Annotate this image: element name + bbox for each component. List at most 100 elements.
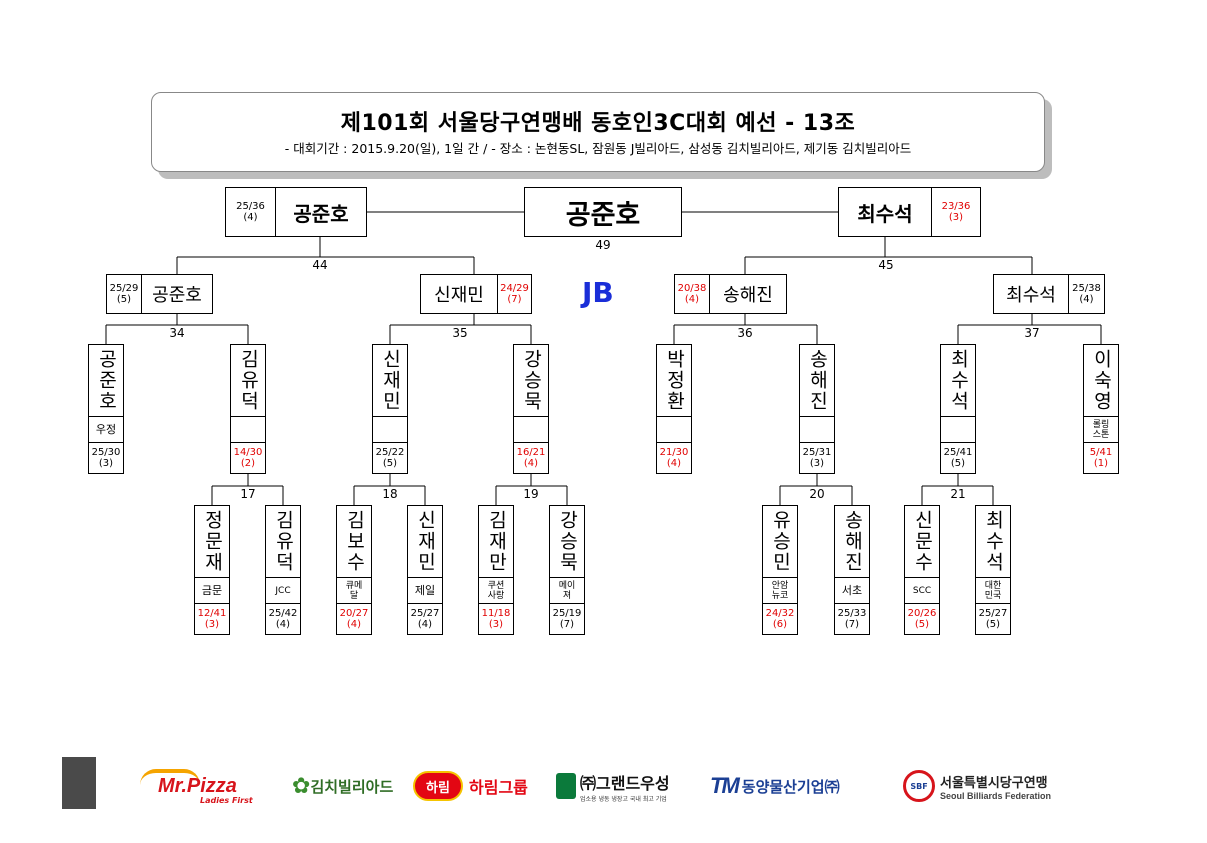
page-title: 제101회 서울당구연맹배 동호인3C대회 예선 - 13조 bbox=[340, 111, 856, 136]
inning-value: (5) bbox=[382, 458, 398, 469]
score-value: 25/19 bbox=[552, 608, 582, 619]
inning-value: (3) bbox=[809, 458, 825, 469]
sponsor-grand-woosung: ㈜그랜드우성 업소용 냉동 냉장고 국내 최고 기업 bbox=[556, 768, 696, 804]
semi-right-score: 23/36 (3) bbox=[931, 187, 981, 237]
inning-value: (4) bbox=[666, 458, 682, 469]
inning-value: (4) bbox=[523, 458, 539, 469]
match-number-17: 17 bbox=[240, 487, 256, 501]
inning-value: (7) bbox=[844, 619, 860, 630]
match-number-34: 34 bbox=[169, 326, 185, 340]
player-score: 25/27(5) bbox=[975, 603, 1011, 635]
player-name: 최수석 bbox=[975, 505, 1011, 578]
score-value: 25/41 bbox=[943, 447, 973, 458]
player-name: 송해진 bbox=[834, 505, 870, 578]
inning-value: (4) bbox=[275, 619, 291, 630]
match-number-18: 18 bbox=[382, 487, 398, 501]
q4-player: 최수석 bbox=[993, 274, 1069, 314]
inning-value: (1) bbox=[1093, 458, 1109, 469]
score-value: 12/41 bbox=[197, 608, 227, 619]
q2-score: 24/29 (7) bbox=[497, 274, 532, 314]
player-score: 25/33(7) bbox=[834, 603, 870, 635]
player-score: 25/31(3) bbox=[799, 442, 835, 474]
sponsor-sbf: SBF 서울특별시당구연맹 Seoul Billiards Federation bbox=[903, 768, 1073, 804]
player-score: 25/19(7) bbox=[549, 603, 585, 635]
score-value: 25/33 bbox=[837, 608, 867, 619]
player-club bbox=[940, 416, 976, 443]
match-number-44: 44 bbox=[312, 258, 328, 272]
player-club: SCC bbox=[904, 577, 940, 604]
player-club: 제일 bbox=[407, 577, 443, 604]
match-number-37: 37 bbox=[1024, 326, 1040, 340]
score-value: 16/21 bbox=[516, 447, 546, 458]
score-value: 11/18 bbox=[481, 608, 511, 619]
score-value: 24/32 bbox=[765, 608, 795, 619]
match-number-20: 20 bbox=[809, 487, 825, 501]
player-score: 11/18(3) bbox=[478, 603, 514, 635]
score-value: 25/31 bbox=[802, 447, 832, 458]
player-name: 강승묵 bbox=[549, 505, 585, 578]
mrpizza-logo: Mr.Pizza Ladies First bbox=[138, 769, 273, 805]
player-name: 박정환 bbox=[656, 344, 692, 417]
grand-logo-icon bbox=[556, 773, 576, 799]
player-name: 신문수 bbox=[904, 505, 940, 578]
player-club: 우정 bbox=[88, 416, 124, 443]
kimchi-icon: ✿ bbox=[292, 773, 311, 799]
player-club: 안암뉴코 bbox=[762, 577, 798, 604]
dongyang-logo: TM bbox=[710, 773, 740, 798]
player-name: 공준호 bbox=[88, 344, 124, 417]
inning-value: (5) bbox=[914, 619, 930, 630]
player-club: 메이져 bbox=[549, 577, 585, 604]
player-club: 큐메달 bbox=[336, 577, 372, 604]
score-value: 25/22 bbox=[375, 447, 405, 458]
final-winner: 공준호 bbox=[524, 187, 682, 237]
match-number-21: 21 bbox=[950, 487, 966, 501]
harim-logo: 하림 bbox=[413, 771, 463, 801]
match-number-49: 49 bbox=[595, 238, 611, 252]
player-name: 유승민 bbox=[762, 505, 798, 578]
venue-mark: JB bbox=[582, 276, 614, 309]
player-score: 16/21(4) bbox=[513, 442, 549, 474]
player-score: 5/41(1) bbox=[1083, 442, 1119, 474]
q1-player: 공준호 bbox=[141, 274, 213, 314]
score-value: 5/41 bbox=[1089, 447, 1113, 458]
event-info: - 대회기간 : 2015.9.20(일), 1일 간 / - 장소 : 논현동… bbox=[284, 141, 912, 156]
player-score: 20/27(4) bbox=[336, 603, 372, 635]
score-value: 20/26 bbox=[907, 608, 937, 619]
q2-player: 신재민 bbox=[420, 274, 498, 314]
semi-left-player: 공준호 bbox=[275, 187, 367, 237]
sponsor-harim: 하림 하림그룹 bbox=[413, 768, 538, 804]
inning-value: (3) bbox=[98, 458, 114, 469]
score-value: 25/27 bbox=[978, 608, 1008, 619]
inning-value: (7) bbox=[559, 619, 575, 630]
player-club: 대한민국 bbox=[975, 577, 1011, 604]
player-score: 25/41(5) bbox=[940, 442, 976, 474]
inning-value: (4) bbox=[417, 619, 433, 630]
player-name: 신재민 bbox=[407, 505, 443, 578]
sbf-logo: SBF bbox=[903, 770, 935, 802]
inning-value: (2) bbox=[240, 458, 256, 469]
player-score: 25/30(3) bbox=[88, 442, 124, 474]
player-score: 21/30(4) bbox=[656, 442, 692, 474]
semi-left-score: 25/36 (4) bbox=[225, 187, 276, 237]
player-name: 송해진 bbox=[799, 344, 835, 417]
player-score: 24/32(6) bbox=[762, 603, 798, 635]
player-score: 25/22(5) bbox=[372, 442, 408, 474]
match-number-19: 19 bbox=[523, 487, 539, 501]
q1-score: 25/29 (5) bbox=[106, 274, 142, 314]
player-club: 금문 bbox=[194, 577, 230, 604]
player-score: 25/27(4) bbox=[407, 603, 443, 635]
player-club: 쿠션사랑 bbox=[478, 577, 514, 604]
inning-value: (6) bbox=[772, 619, 788, 630]
player-club: 서초 bbox=[834, 577, 870, 604]
player-club: 롤링스톤 bbox=[1083, 416, 1119, 443]
player-name: 김보수 bbox=[336, 505, 372, 578]
inning-value: (3) bbox=[204, 619, 220, 630]
score-value: 25/27 bbox=[410, 608, 440, 619]
player-name: 신재민 bbox=[372, 344, 408, 417]
player-name: 김재만 bbox=[478, 505, 514, 578]
sponsor-kimchi-billiards: ✿ 김치빌리아드 bbox=[292, 773, 394, 799]
score-value: 25/30 bbox=[91, 447, 121, 458]
q3-player: 송해진 bbox=[709, 274, 787, 314]
match-number-35: 35 bbox=[452, 326, 468, 340]
player-name: 이숙영 bbox=[1083, 344, 1119, 417]
